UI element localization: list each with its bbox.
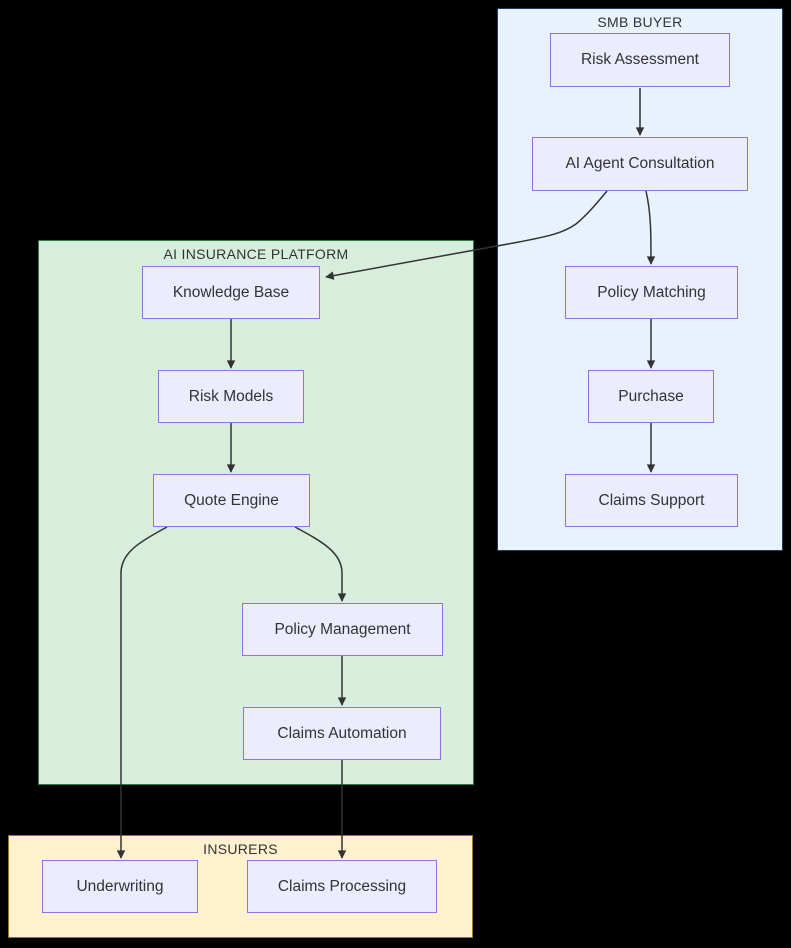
node-knowledge-base: Knowledge Base	[142, 266, 320, 319]
node-claims-automation-label: Claims Automation	[277, 724, 407, 742]
node-underwriting-label: Underwriting	[76, 877, 164, 895]
node-purchase: Purchase	[588, 370, 714, 423]
node-policy-matching-label: Policy Matching	[597, 283, 706, 301]
node-policy-management: Policy Management	[242, 603, 443, 656]
node-risk-models-label: Risk Models	[188, 387, 274, 405]
node-policy-matching: Policy Matching	[565, 266, 738, 319]
container-ai-insurance-platform-title: AI INSURANCE PLATFORM	[163, 246, 349, 262]
node-purchase-label: Purchase	[618, 387, 684, 405]
node-risk-assessment-label: Risk Assessment	[580, 51, 699, 68]
node-claims-automation: Claims Automation	[243, 707, 441, 760]
container-ai-insurance-platform: AI INSURANCE PLATFORM	[38, 240, 474, 785]
edge-ai-agent-consultation-to-policy-matching	[645, 190, 656, 265]
node-quote-engine: Quote Engine	[153, 474, 310, 527]
node-risk-models: Risk Models	[158, 370, 304, 423]
node-claims-processing: Claims Processing	[247, 860, 437, 913]
node-ai-agent-consultation-label: AI Agent Consultation	[565, 155, 715, 172]
node-knowledge-base-label: Knowledge Base	[172, 283, 290, 301]
edge-quote-engine-to-policy-management	[294, 526, 347, 602]
node-ai-agent-consultation: AI Agent Consultation	[532, 137, 748, 191]
container-smb-buyer-title: SMB BUYER	[597, 14, 683, 30]
container-insurers-title: INSURERS	[203, 841, 278, 857]
node-claims-support-label: Claims Support	[598, 491, 705, 509]
node-underwriting: Underwriting	[42, 860, 198, 913]
node-quote-engine-label: Quote Engine	[184, 491, 279, 509]
edge-ai-agent-consultation-to-knowledge-base	[325, 190, 608, 280]
node-policy-management-label: Policy Management	[274, 620, 411, 638]
node-claims-processing-label: Claims Processing	[277, 877, 407, 895]
edge-quote-engine-to-underwriting	[116, 526, 168, 859]
node-claims-support: Claims Support	[565, 474, 738, 527]
node-risk-assessment: Risk Assessment	[550, 33, 730, 87]
